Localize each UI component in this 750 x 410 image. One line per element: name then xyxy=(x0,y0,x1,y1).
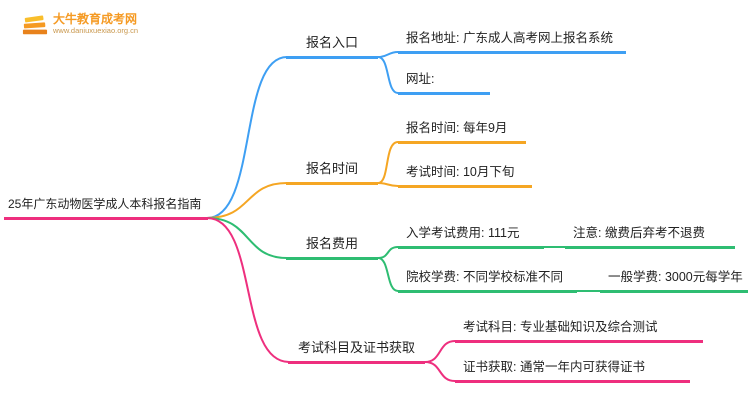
logo-books-icon xyxy=(22,12,48,43)
child-node-exam-fee: 入学考试费用: 111元 xyxy=(398,221,544,249)
edge-root-fee xyxy=(206,217,288,259)
edge-root-exam xyxy=(206,217,290,363)
edge-time-signup xyxy=(377,141,399,184)
logo-url: www.daniuxuexiao.org.cn xyxy=(53,26,139,35)
edge-time-exam xyxy=(377,182,399,187)
edge-root-time xyxy=(206,182,288,219)
edge-entry-url xyxy=(377,56,399,94)
child-node-entry-address: 报名地址: 广东成人高考网上报名系统 xyxy=(398,26,626,54)
child-node-exam-subjects: 考试科目: 专业基础知识及综合测试 xyxy=(455,315,703,343)
logo-title: 大牛教育成考网 xyxy=(53,12,138,26)
edge-entry-address xyxy=(377,51,399,58)
edge-fee-examfee xyxy=(377,246,399,259)
edge-exam-cert xyxy=(424,361,456,382)
note-node-exam-fee: 注意: 缴费后弃考不退费 xyxy=(565,221,735,249)
branch-node-exam: 考试科目及证书获取 xyxy=(288,336,425,364)
edge-root-entry xyxy=(206,56,288,219)
child-node-exam-time: 考试时间: 10月下旬 xyxy=(398,160,532,188)
branch-node-entry: 报名入口 xyxy=(286,31,378,59)
site-logo: 大牛教育成考网 www.daniuxuexiao.org.cn xyxy=(22,12,138,43)
branch-node-time: 报名时间 xyxy=(286,157,378,185)
child-node-certificate: 证书获取: 通常一年内可获得证书 xyxy=(455,355,690,383)
child-node-tuition: 院校学费: 不同学校标准不同 xyxy=(398,265,577,293)
note-node-tuition: 一般学费: 3000元每学年 xyxy=(600,265,748,293)
logo-text: 大牛教育成考网 www.daniuxuexiao.org.cn xyxy=(53,12,138,36)
edge-fee-tuition xyxy=(377,257,399,292)
root-node: 25年广东动物医学成人本科报名指南 xyxy=(4,192,208,220)
child-node-entry-url: 网址: xyxy=(398,67,490,95)
edge-exam-subjects xyxy=(424,340,456,363)
child-node-signup-time: 报名时间: 每年9月 xyxy=(398,116,526,144)
branch-node-fee: 报名费用 xyxy=(286,232,378,260)
